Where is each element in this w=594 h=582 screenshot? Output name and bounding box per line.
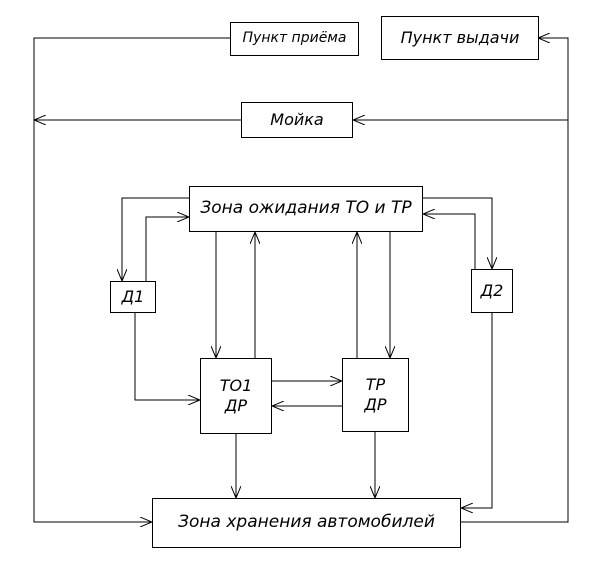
edge-waiting-to-d1: [122, 197, 189, 281]
edge-d1-to-to1: [134, 313, 200, 400]
edge-waiting-to-d2: [423, 197, 492, 269]
edge-d2-to-waiting: [423, 214, 476, 269]
tr-node: ТР ДР: [342, 358, 409, 432]
waiting-zone-node: Зона ожидания ТО и ТР: [189, 186, 423, 232]
edge-reception-to-storage: [33, 37, 230, 522]
edge-d1-to-waiting: [145, 217, 189, 281]
wash-node: Мойка: [241, 102, 353, 138]
storage-zone-node: Зона хранения автомобилей: [152, 498, 461, 548]
d1-node: Д1: [110, 281, 156, 313]
edge-d2-to-storage: [461, 313, 493, 508]
d2-node: Д2: [471, 269, 513, 313]
reception-point-node: Пункт приёма: [230, 22, 359, 56]
to1-node: ТО1 ДР: [200, 358, 272, 434]
edge-storage-to-dispatch: [461, 38, 569, 523]
dispatch-point-node: Пункт выдачи: [381, 16, 539, 60]
